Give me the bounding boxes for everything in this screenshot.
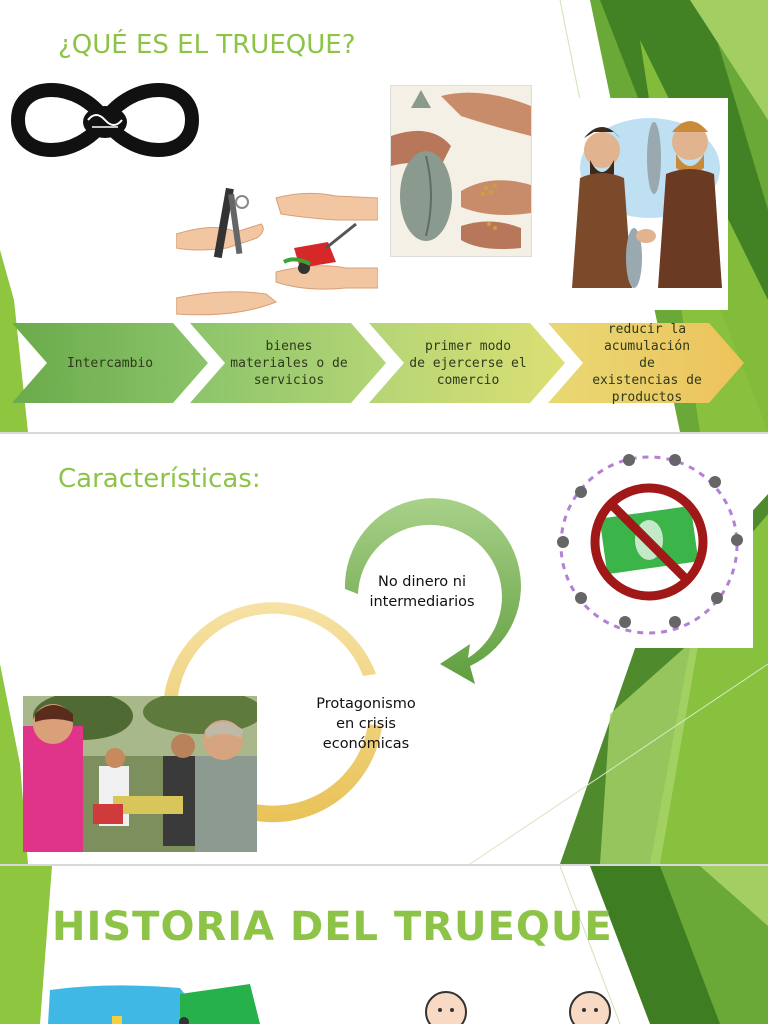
cavemen-trading-fish-image: [572, 98, 728, 310]
hands-exchanging-tools-image: [176, 182, 378, 316]
slide-background-decoration: [0, 866, 768, 1024]
slide-que-es-el-trueque: ¿QUÉ ES EL TRUEQUE?: [0, 0, 768, 432]
slide-title: Características:: [58, 464, 261, 494]
slide-historia-del-trueque: HISTORIA DEL TRUEQUE: [0, 866, 768, 1024]
chevron-label-3: primer modo de ejercerse el comercio: [409, 338, 527, 388]
chevron-label-2: bienes materiales o de servicios: [230, 338, 348, 388]
history-illustration: [48, 984, 611, 1024]
slide-caracteristicas: Características:: [0, 434, 768, 864]
cycle-label-2: Protagonismo en crisis económicas: [316, 696, 416, 752]
chevron-label-1: Intercambio: [66, 355, 154, 371]
people-exchanging-photo: [23, 696, 257, 852]
chevron-label-4: reducir la acumulación de existencias de…: [592, 321, 702, 405]
cycle-label-1: No dinero ni intermediarios: [369, 574, 475, 610]
no-money-barter-image: [545, 442, 753, 648]
slide-divider: [0, 864, 768, 866]
slide-divider: [0, 432, 768, 434]
slide-title: ¿QUÉ ES EL TRUEQUE?: [58, 30, 356, 60]
fish-for-grain-exchange-image: [390, 85, 532, 257]
infinity-handshake-image: [8, 72, 203, 167]
slide-title: HISTORIA DEL TRUEQUE: [52, 904, 613, 950]
